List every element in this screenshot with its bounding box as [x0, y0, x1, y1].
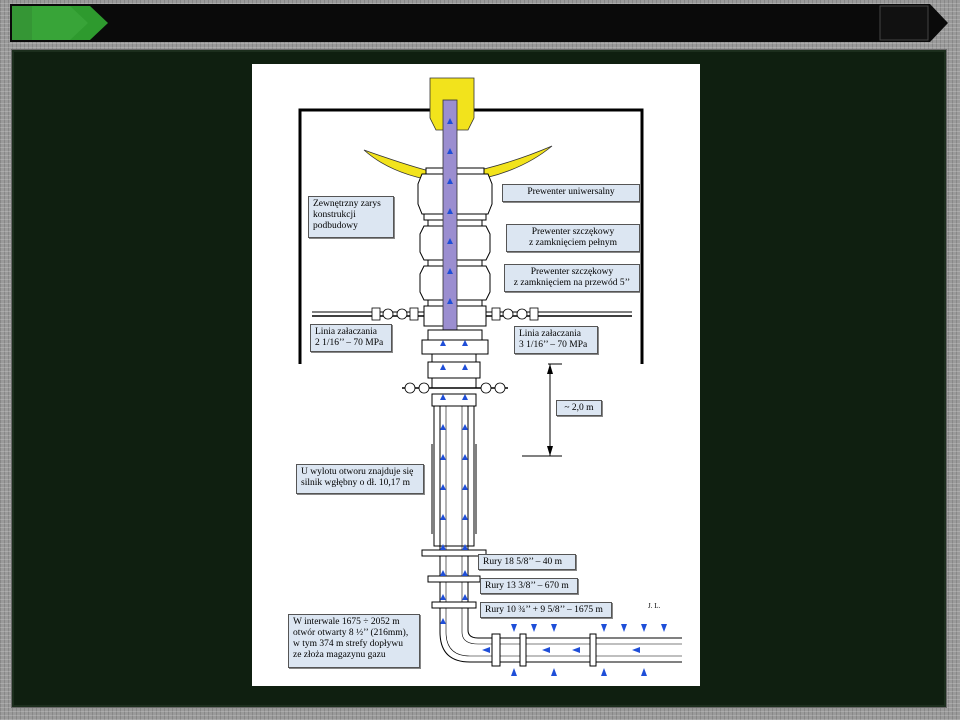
label-universal-preventer: Prewenter uniwersalny — [502, 184, 640, 202]
label-casing-18-5-8: Rury 18 5/8’’ – 40 m — [478, 554, 576, 570]
title-accent-right — [879, 5, 929, 41]
label-height-mark: ~ 2,0 m — [556, 400, 602, 416]
casing-head-valves — [404, 382, 506, 394]
wellhead-diagram — [298, 77, 682, 676]
author-initials: J. L. — [648, 602, 661, 610]
title-bar — [10, 4, 948, 42]
label-casing-10-3-4: Rury 10 ¾’’ + 9 5/8’’ – 1675 m — [480, 602, 612, 618]
kill-line-valves-right — [491, 307, 539, 321]
kill-line-valves-left — [371, 307, 419, 321]
flow-arrows — [440, 118, 667, 676]
kelly-string — [442, 99, 458, 331]
label-casing-13-3-8: Rury 13 3/8’’ – 670 m — [480, 578, 578, 594]
